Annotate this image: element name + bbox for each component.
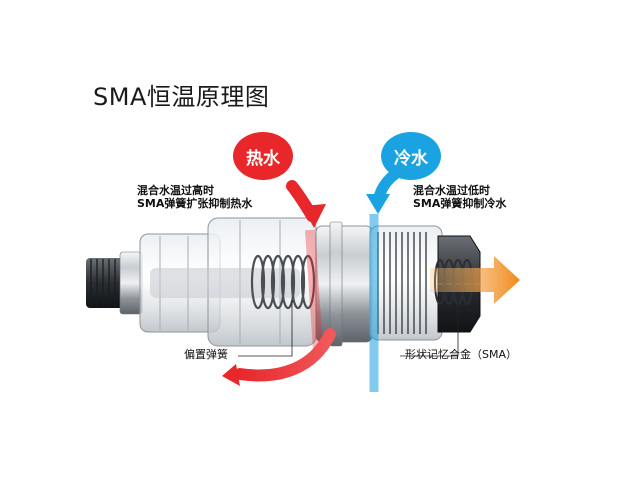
page-title: SMA恒温原理图 (93, 83, 270, 111)
sma-label: 形状记忆合金（SMA） (405, 348, 517, 361)
cold-note-line-2: SMA弹簧抑制冷水 (413, 197, 507, 210)
bias-spring-label: 偏置弹簧 (184, 348, 228, 361)
cold-water-label: 冷水 (394, 149, 428, 169)
hot-water-bubble (233, 132, 293, 180)
cold-note: 混合水温过低时 SMA弹簧抑制冷水 (413, 184, 506, 210)
hot-water-flow (222, 180, 336, 386)
leader-lines (238, 300, 459, 357)
mixed-outflow-arrow (430, 256, 520, 304)
left-housing (139, 217, 317, 347)
hot-note-line-2: SMA弹簧扩张抑制热水 (137, 197, 253, 210)
bias-spring (250, 254, 316, 310)
hot-note: 混合水温过高时 SMA弹簧扩张抑制热水 (137, 184, 252, 210)
valve-stem (86, 251, 143, 315)
cold-water-bubble (381, 132, 441, 180)
piston (315, 221, 373, 347)
hot-note-line-1: 混合水温过高时 (137, 184, 214, 197)
hot-water-label: 热水 (246, 149, 280, 169)
cold-note-line-1: 混合水温过低时 (413, 184, 490, 197)
